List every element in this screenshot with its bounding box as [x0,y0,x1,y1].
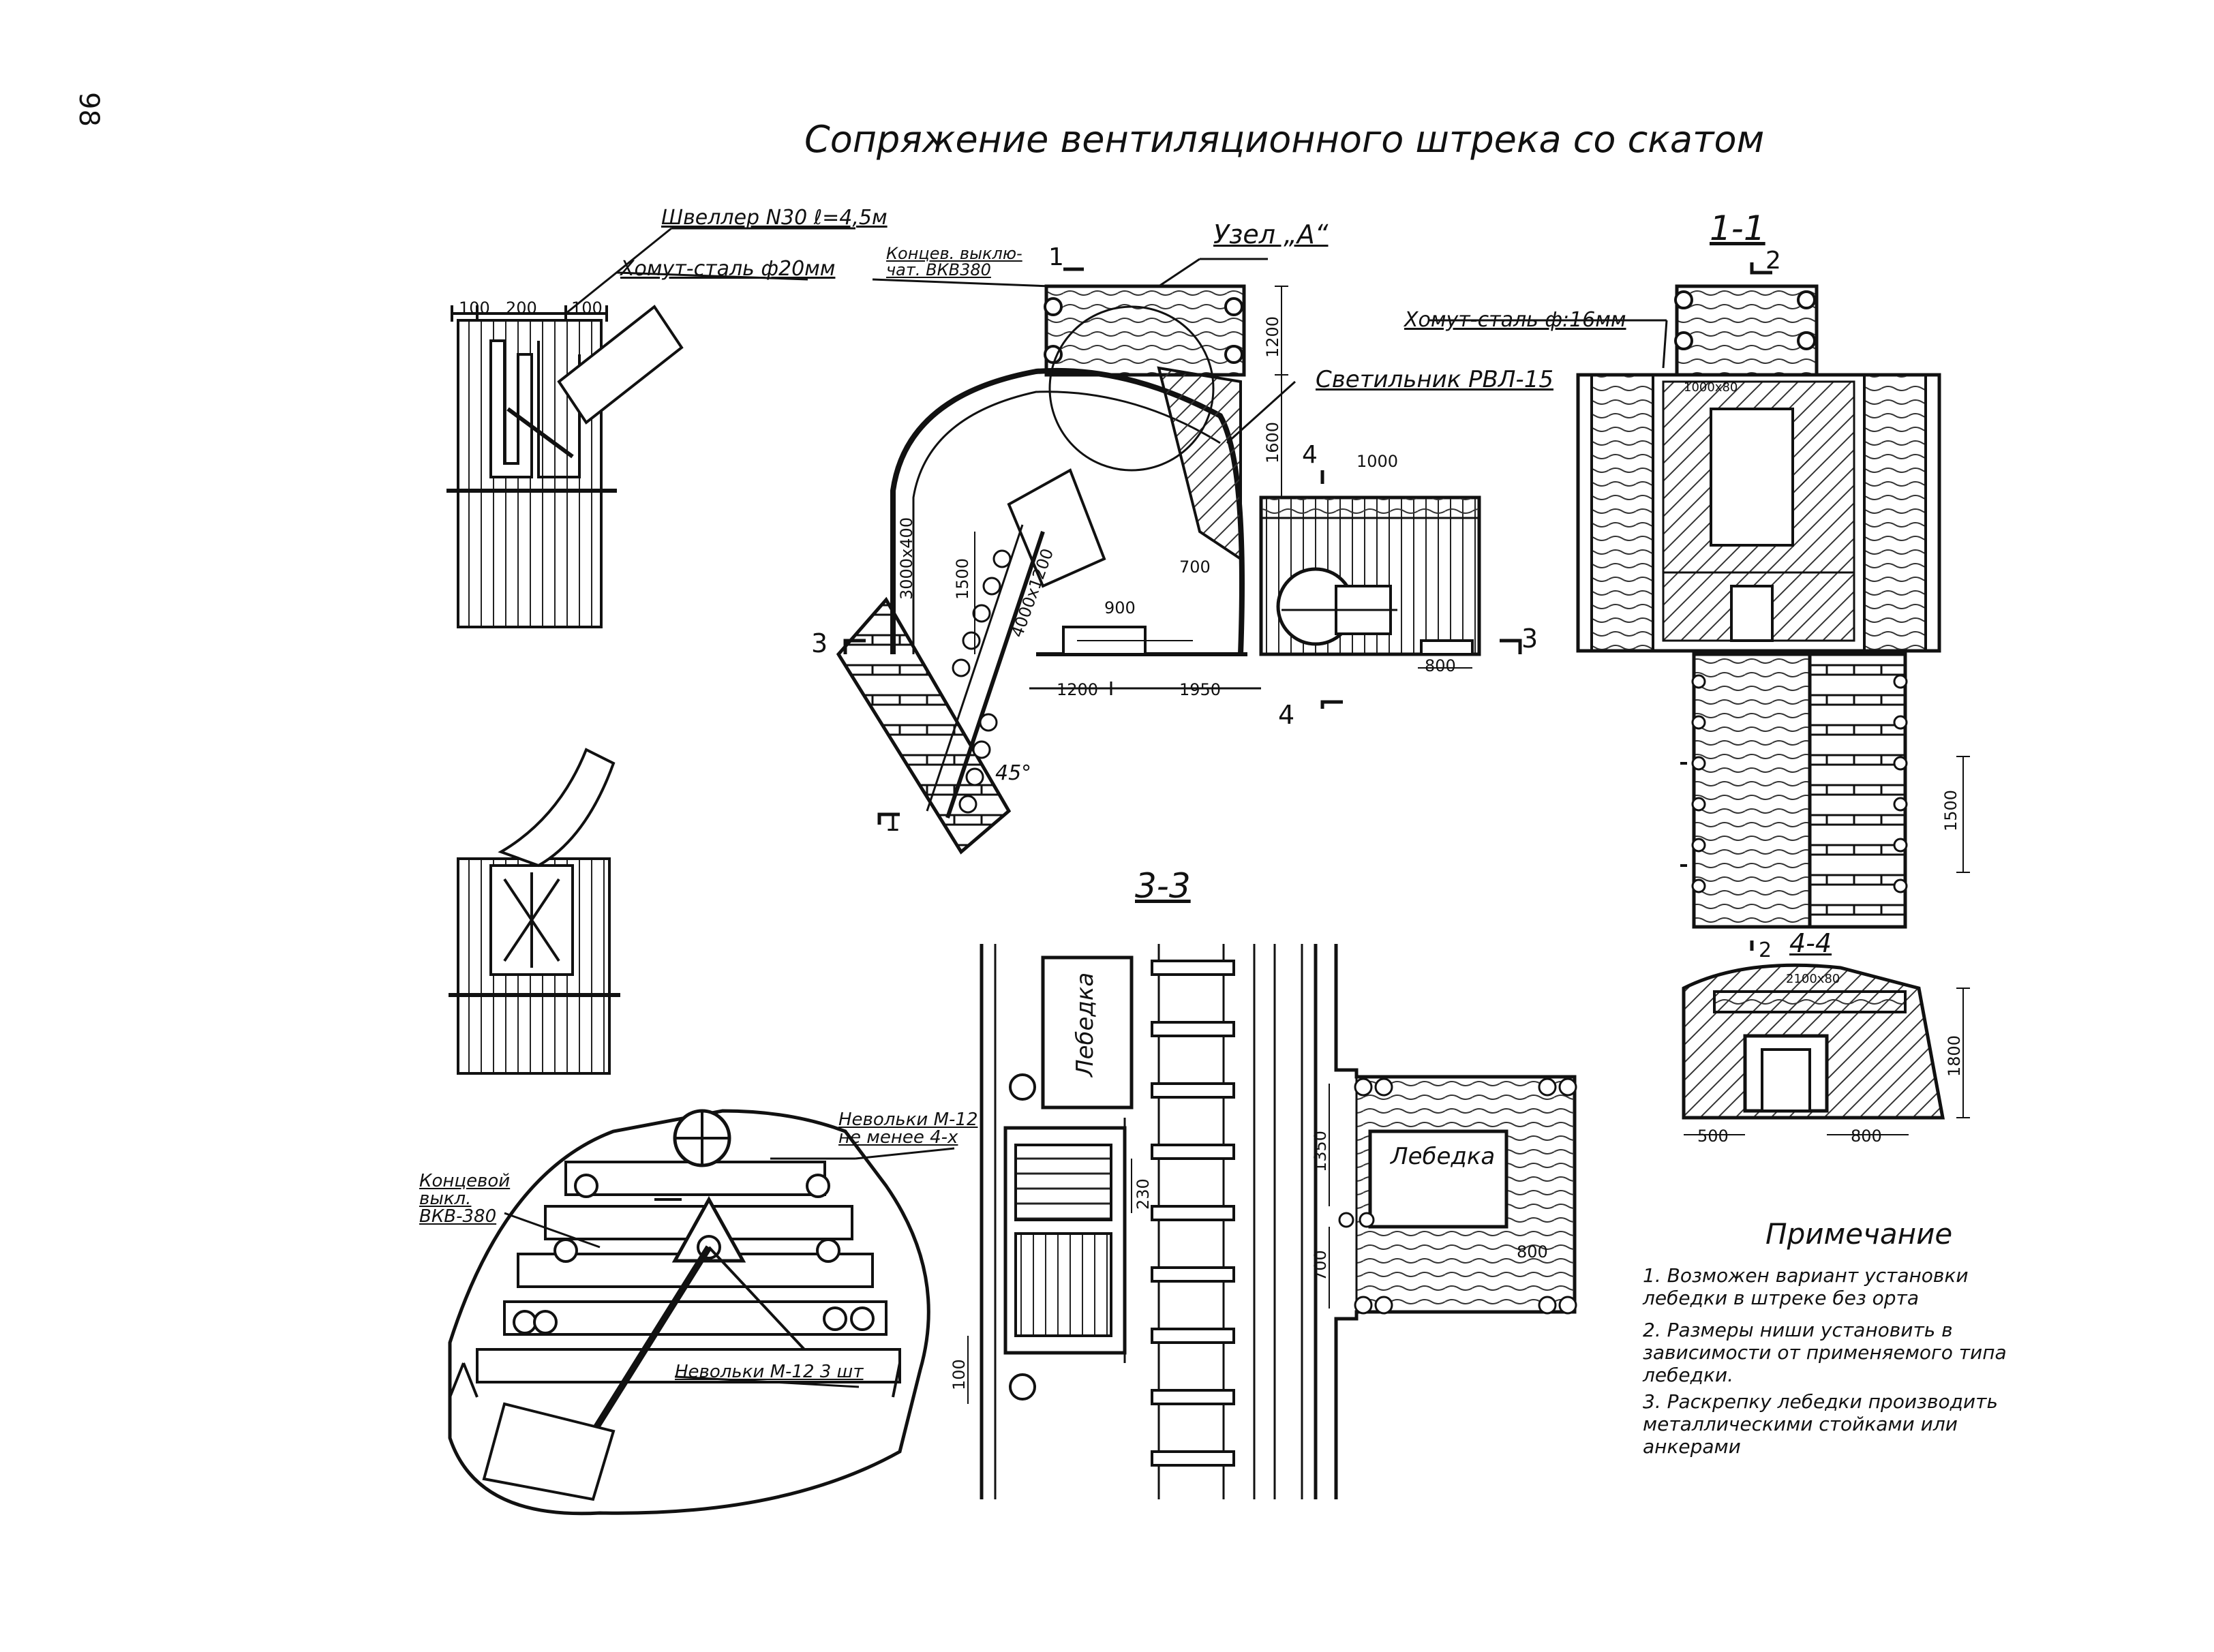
note-item-2: 2. Размеры ниши установить в зависимости… [1643,1319,2007,1387]
limit-switch-callout: Концев. выклю-чат. ВКВ380 [886,244,1022,279]
winch-label-niche: Лебедка [1391,1143,1496,1170]
cut-mark-1-bottom: 1 [885,809,900,837]
section-3-3-plan [967,944,1577,1499]
winch-label-vertical: Лебедка [1072,972,1099,1077]
channel-clamp-detail [446,227,855,628]
winch-anchor-detail [448,1109,955,1516]
dim-230: 230 [1134,1178,1153,1210]
section-3-3-label: 3-3 [1135,866,1191,906]
dim-1800: 1800 [1945,1035,1964,1077]
clamp16-callout: Хомут-сталь ф:16мм [1404,308,1626,332]
dim-2100x80: 2100x80 [1786,972,1840,986]
dim-100-left: 100 [459,299,490,318]
cut-mark-3-left: 3 [811,628,828,658]
cut-mark-1-top: 1 [1048,243,1064,271]
dim-1000: 1000 [1356,452,1399,471]
dim-1200-horizontal: 1200 [1057,680,1099,699]
dim-700-niche: 700 [1311,1250,1330,1281]
dim-angle-45: 45° [995,761,1032,785]
limit-switch2-callout: Концевой выкл. ВКВ-380 [419,1171,511,1227]
cut-mark-2-bottom: 2 [1759,938,1772,962]
dim-1200-vertical: 1200 [1263,316,1282,358]
dim-1000x80: 1000x80 [1684,380,1738,395]
cut-mark-4-bottom: 4 [1278,700,1295,730]
page-number: 98 [73,92,104,127]
dim-800-gallery: 800 [1425,656,1456,675]
node-a-callout: Узел „А“ [1213,219,1329,249]
rope-bolts3-callout: Невольки М-12 3 шт [675,1362,864,1382]
dim-800-niche: 800 [1517,1242,1548,1261]
drawing-title: Сопряжение вентиляционного штрека со ска… [804,118,1765,161]
rope-bolts4-callout: Невольки М-12 не менее 4-х [838,1110,978,1148]
section-4-4-label: 4-4 [1789,928,1832,958]
lamp-callout: Светильник РВЛ-15 [1316,366,1553,393]
cut-mark-2-top: 2 [1765,247,1781,275]
dim-1350: 1350 [1311,1130,1330,1172]
dim-700: 700 [1179,557,1211,577]
cut-mark-3-right: 3 [1521,624,1538,654]
dim-1500-vertical: 1500 [953,557,972,600]
dim-800-section: 800 [1851,1127,1882,1146]
clamp20-callout: Хомут-сталь ф20мм [620,257,836,281]
dim-3000x400: 3000x400 [897,517,916,600]
channel-callout: Швеллер N30 ℓ=4,5м [661,206,888,230]
note-item-1: 1. Возможен вариант установки лебедки в … [1643,1264,1969,1310]
dim-100-right: 100 [571,299,603,318]
junction-elevation [836,258,1522,855]
dim-900: 900 [1104,598,1136,617]
dim-200: 200 [506,299,537,318]
section-4-4 [1682,963,1970,1135]
dim-1950: 1950 [1179,680,1222,699]
clamp-detail-lower [449,748,620,1075]
note-item-3: 3. Раскрепку лебедки производить металли… [1643,1390,1998,1458]
cut-mark-4-top: 4 [1302,441,1318,469]
dim-1500-shaft: 1500 [1941,789,1960,831]
dim-100-plan: 100 [950,1359,969,1390]
section-1-1-label: 1-1 [1710,209,1765,248]
notes-heading: Примечание [1765,1217,1953,1251]
dim-1600: 1600 [1263,421,1282,463]
section-1-1 [1428,262,1970,951]
dim-500: 500 [1697,1127,1729,1146]
